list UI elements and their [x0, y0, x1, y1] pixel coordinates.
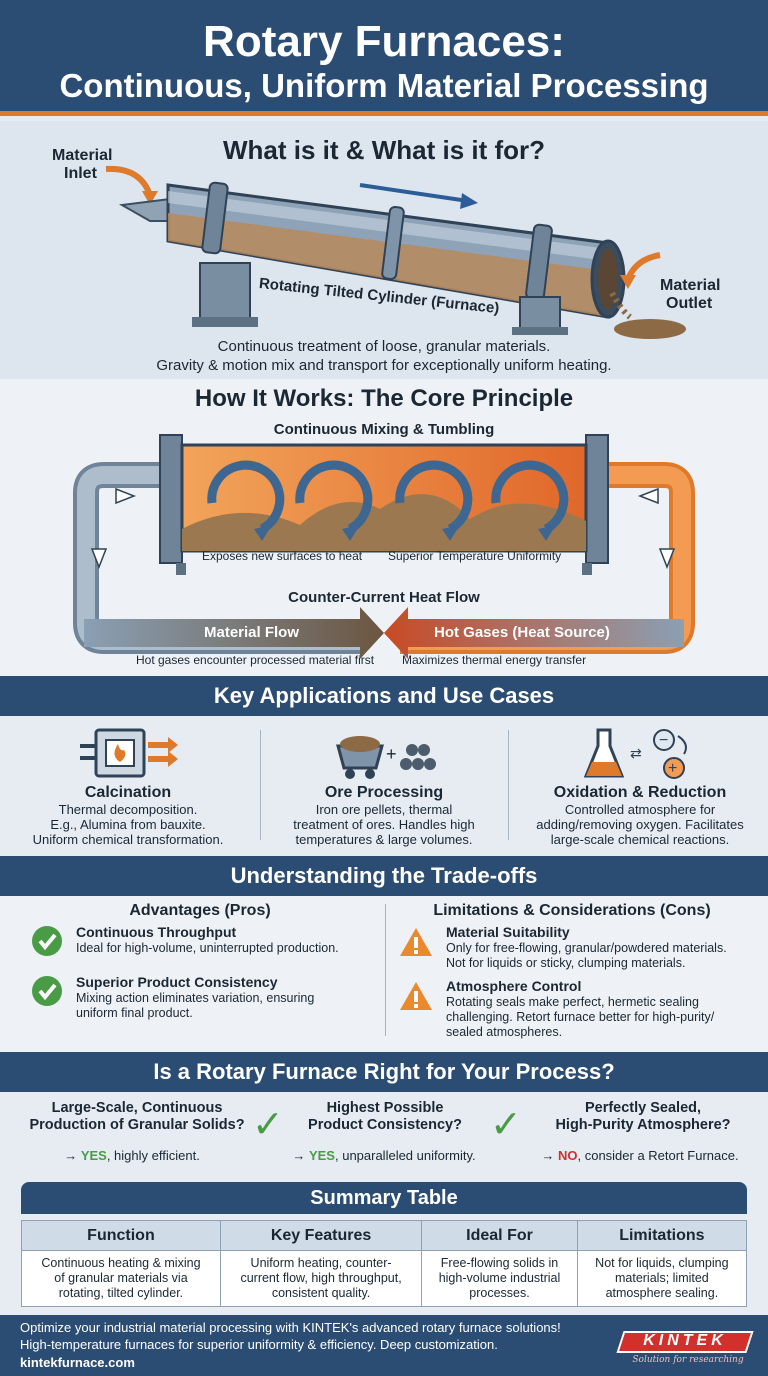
- app-desc: Iron ore pellets, thermal treatment of o…: [293, 802, 475, 847]
- column-header: Limitations: [576, 1220, 748, 1251]
- what-section: What is it & What is it for? Material: [0, 121, 768, 379]
- header: Rotary Furnaces: Continuous, Uniform Mat…: [0, 0, 768, 116]
- check-icon: ✓: [252, 1104, 284, 1146]
- check-icon: [32, 976, 62, 1006]
- flow-note-right: Maximizes thermal energy transfer: [402, 653, 587, 667]
- decision-title: Is a Rotary Furnace Right for Your Proce…: [0, 1052, 768, 1092]
- flow-note-left: Hot gases encounter processed material f…: [136, 653, 375, 667]
- question: Perfectly Sealed, High-Purity Atmosphere…: [555, 1100, 731, 1133]
- note-right: Superior Temperature Uniformity: [388, 549, 562, 563]
- answer: → YES, highly efficient.: [64, 1148, 200, 1163]
- applications-section: Calcination Thermal decomposition. E.g.,…: [0, 716, 768, 856]
- pro-item: Continuous Throughput Ideal for high-vol…: [76, 924, 339, 955]
- how-section: How It Works: The Core Principle Continu…: [0, 379, 768, 676]
- summary-title: Summary Table: [21, 1182, 747, 1214]
- warning-icon: [400, 928, 432, 956]
- summary-section: Summary Table Function Key Features Idea…: [0, 1178, 768, 1315]
- footer-url[interactable]: kintekfurnace.com: [20, 1355, 135, 1370]
- con-item: Material Suitability Only for free-flowi…: [446, 924, 727, 970]
- inlet-label: Material Inlet: [52, 147, 113, 182]
- app-calcination: Calcination Thermal decomposition. E.g.,…: [0, 716, 256, 856]
- pros-title: Advantages (Pros): [129, 902, 271, 919]
- cons-title: Limitations & Considerations (Cons): [433, 902, 711, 919]
- con-item: Atmosphere Control Rotating seals make p…: [446, 978, 715, 1039]
- flow-title: Counter-Current Heat Flow: [288, 589, 480, 606]
- table-row: Continuous heating & mixing of granular …: [21, 1250, 748, 1307]
- question: Highest Possible Product Consistency?: [308, 1100, 462, 1133]
- svg-text:+: +: [386, 744, 397, 764]
- warning-icon: [400, 982, 432, 1010]
- check-icon: ✓: [490, 1104, 522, 1146]
- app-desc: Controlled atmosphere for adding/removin…: [536, 802, 744, 847]
- tradeoffs-section: Advantages (Pros) Limitations & Consider…: [0, 896, 768, 1052]
- table-cell: Not for liquids, clumping materials; lim…: [576, 1250, 748, 1307]
- what-caption: Continuous treatment of loose, granular …: [156, 338, 612, 374]
- applications-title: Key Applications and Use Cases: [0, 676, 768, 716]
- furnace-illustration: [105, 165, 686, 339]
- outlet-label: Material Outlet: [660, 277, 721, 312]
- footer: Optimize your industrial material proces…: [0, 1315, 768, 1376]
- column-header: Ideal For: [421, 1220, 578, 1251]
- table-header-row: Function Key Features Ideal For Limitati…: [21, 1220, 748, 1251]
- tradeoffs-title: Understanding the Trade-offs: [0, 856, 768, 896]
- footer-line-2: High-temperature furnaces for superior u…: [20, 1337, 498, 1352]
- flask-reaction-icon: ⇄ − +: [583, 728, 687, 779]
- divider: [260, 730, 261, 840]
- decision-section: Large-Scale, Continuous Production of Gr…: [0, 1092, 768, 1178]
- pro-item: Superior Product Consistency Mixing acti…: [76, 974, 315, 1020]
- app-name: Ore Processing: [324, 784, 444, 801]
- page-title: Rotary Furnaces:: [203, 17, 565, 66]
- answer: → YES, unparalleled uniformity.: [292, 1148, 476, 1163]
- svg-text:+: +: [668, 760, 677, 777]
- app-ore: + Ore Processing Iron ore pellets, therm…: [256, 716, 512, 856]
- app-desc: Thermal decomposition. E.g., Alumina fro…: [32, 802, 224, 847]
- svg-text:⇄: ⇄: [630, 746, 642, 762]
- note-left: Exposes new surfaces to heat: [202, 549, 363, 563]
- mixing-diagram: [73, 434, 695, 659]
- material-flow-label: Material Flow: [204, 624, 300, 641]
- table-cell: Continuous heating & mixing of granular …: [21, 1250, 221, 1307]
- table-cell: Uniform heating, counter- current flow, …: [219, 1250, 423, 1307]
- check-icon: [32, 926, 62, 956]
- kintek-logo: KINTEK Solution for researching: [616, 1329, 754, 1369]
- app-oxidation: ⇄ − + Oxidation & Reduction Controlled a…: [512, 716, 768, 856]
- what-title: What is it & What is it for?: [222, 135, 546, 165]
- footer-line-1: Optimize your industrial material proces…: [20, 1320, 561, 1335]
- column-header: Function: [21, 1220, 221, 1251]
- furnace-fire-icon: [80, 728, 178, 778]
- app-name: Oxidation & Reduction: [553, 784, 727, 801]
- divider: [385, 904, 386, 1036]
- answer: → NO, consider a Retort Furnace.: [541, 1148, 739, 1163]
- mixing-title: Continuous Mixing & Tumbling: [273, 421, 495, 438]
- divider: [508, 730, 509, 840]
- svg-text:−: −: [659, 732, 668, 749]
- page-subtitle: Continuous, Uniform Material Processing: [59, 67, 709, 104]
- app-name: Calcination: [84, 784, 172, 801]
- ore-cart-icon: +: [336, 736, 436, 779]
- hot-gases-label: Hot Gases (Heat Source): [434, 624, 610, 641]
- table-cell: Free-flowing solids in high-volume indus…: [421, 1250, 578, 1307]
- question: Large-Scale, Continuous Production of Gr…: [29, 1100, 245, 1133]
- summary-table: Function Key Features Ideal For Limitati…: [21, 1220, 748, 1307]
- how-title: How It Works: The Core Principle: [194, 385, 574, 412]
- column-header: Key Features: [219, 1220, 423, 1251]
